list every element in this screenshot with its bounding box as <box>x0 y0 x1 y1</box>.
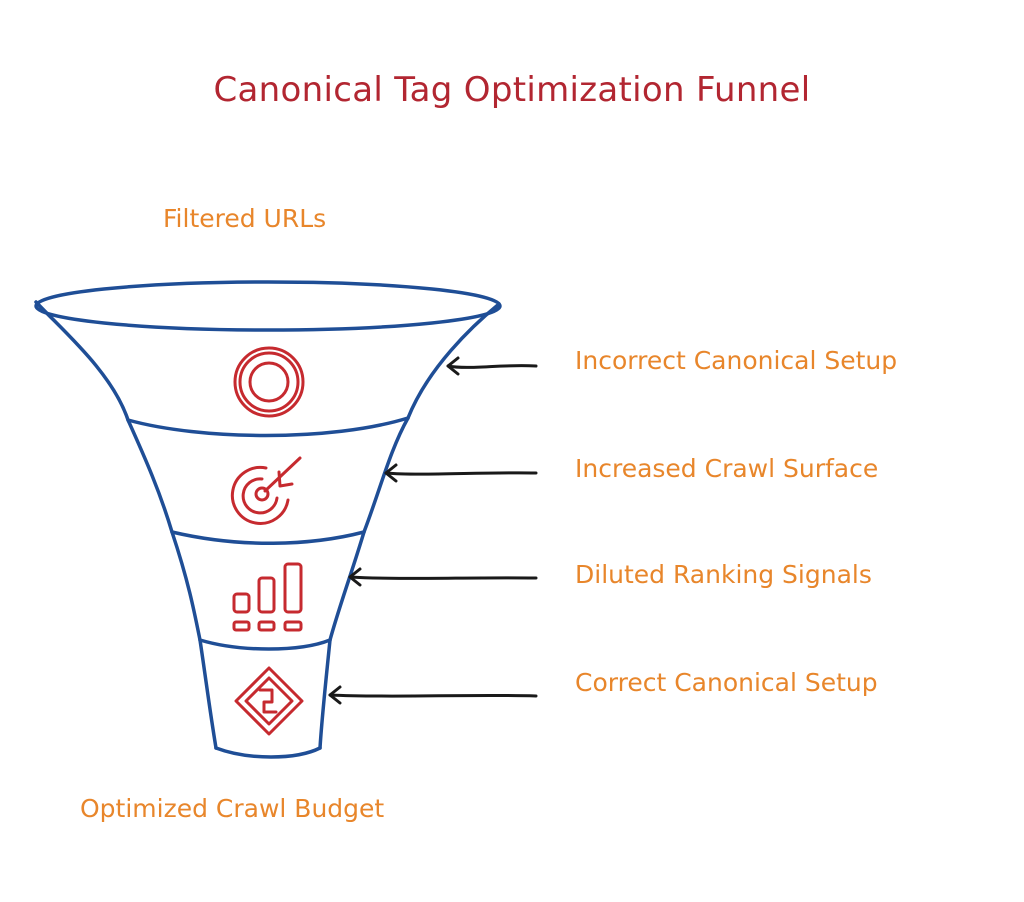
funnel-top-label: Filtered URLs <box>163 204 327 233</box>
stage-label-correct-canonical: Correct Canonical Setup <box>575 668 878 697</box>
funnel-divider-2 <box>170 530 366 545</box>
funnel-left-side <box>34 300 218 750</box>
funnel-outline <box>34 280 502 759</box>
funnel-bottom <box>214 746 322 759</box>
funnel-rim <box>34 280 502 332</box>
funnel-divider-1 <box>126 416 410 438</box>
stage-label-diluted-ranking: Diluted Ranking Signals <box>575 560 872 589</box>
concentric-circle-icon <box>233 346 305 418</box>
funnel-divider-3 <box>198 638 332 651</box>
diamond-link-icon <box>234 666 304 736</box>
arrow-stage-1 <box>446 356 538 376</box>
stage-label-increased-crawl: Increased Crawl Surface <box>575 454 879 483</box>
stage-label-incorrect-canonical: Incorrect Canonical Setup <box>575 346 898 375</box>
funnel-bottom-label: Optimized Crawl Budget <box>80 794 385 823</box>
arrow-stage-3 <box>348 567 538 587</box>
arrow-stage-4 <box>328 685 538 705</box>
arrow-stage-2 <box>384 463 538 483</box>
funnel-right-side <box>318 302 501 750</box>
bar-chart-icon <box>232 562 303 632</box>
target-arrow-icon <box>230 456 302 525</box>
diagram-title: Canonical Tag Optimization Funnel <box>213 70 811 110</box>
